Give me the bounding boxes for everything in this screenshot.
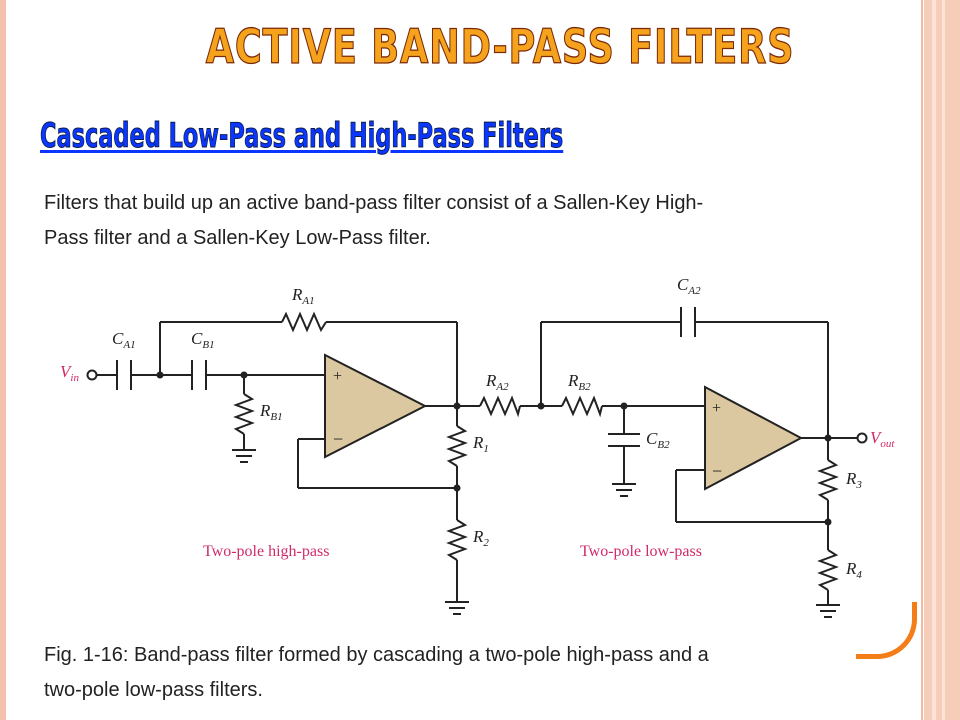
band-pass-circuit-diagram: + − + − Vin Vout CA1 CB1 RA1 RB1 R1 R2 R… [60, 275, 895, 618]
junction-dot [453, 484, 461, 492]
capacitor-cb1 [191, 360, 207, 390]
op-amp-2-plus: + [712, 400, 721, 417]
op-amp-1 [324, 353, 428, 459]
junction-dot [620, 402, 628, 410]
slide-frame-right-stripe [932, 0, 936, 720]
label-r2: R2 [472, 527, 489, 549]
resistor-ra1 [281, 311, 327, 333]
label-r4: R4 [845, 559, 862, 581]
slide-frame-left [0, 0, 6, 720]
op-amp-2-minus: − [712, 461, 722, 481]
output-terminal [856, 432, 868, 444]
label-r3: R3 [845, 469, 862, 491]
junction-dot [537, 402, 545, 410]
slide-frame-right-stripe [942, 0, 945, 720]
slide-frame-right-line [921, 0, 923, 720]
label-rb2: RB2 [567, 371, 591, 393]
junction-dot [240, 371, 248, 379]
stage-label-low-pass: Two-pole low-pass [580, 543, 702, 560]
label-ca1: CA1 [112, 329, 136, 351]
ground-symbol [445, 601, 469, 615]
resistor-r3 [817, 459, 839, 501]
input-terminal [86, 369, 98, 381]
ground-symbol [232, 449, 256, 463]
body-line: Pass filter and a Sallen-Key Low-Pass fi… [44, 227, 431, 249]
op-amp-1-minus: − [333, 429, 343, 449]
body-paragraph: Filters that build up an active band-pas… [44, 186, 919, 256]
figure-caption: Fig. 1-16: Band-pass filter formed by ca… [44, 638, 924, 708]
resistor-ra2 [479, 395, 521, 418]
caption-line: Fig. 1-16: Band-pass filter formed by ca… [44, 644, 709, 666]
junction-dot [824, 434, 832, 442]
label-ca2: CA2 [677, 275, 701, 297]
op-amp-1-plus: + [333, 368, 342, 385]
resistor-r2 [446, 519, 468, 561]
label-r1: R1 [472, 433, 489, 455]
stage-label-high-pass: Two-pole high-pass [203, 543, 329, 560]
slide-subtitle: Cascaded Low-Pass and High-Pass Filters [40, 116, 564, 157]
junction-dot [453, 402, 461, 410]
op-amp-2 [704, 385, 804, 491]
label-cb1: CB1 [191, 329, 215, 351]
junction-dot [824, 518, 832, 526]
capacitor-ca1 [116, 360, 132, 390]
label-cb2: CB2 [646, 429, 670, 451]
label-ra2: RA2 [485, 371, 509, 393]
junction-dot [156, 371, 164, 379]
resistor-rb1 [233, 393, 255, 435]
label-vin: Vin [60, 362, 79, 384]
label-vout: Vout [870, 428, 895, 450]
resistor-r1 [446, 425, 468, 467]
capacitor-cb2 [608, 433, 640, 447]
ground-symbol [816, 604, 840, 618]
capacitor-ca2 [680, 307, 696, 337]
caption-line: two-pole low-pass filters. [44, 679, 263, 701]
resistor-r4 [817, 549, 839, 591]
slide-title: ACTIVE BAND-PASS FILTERS [205, 19, 795, 75]
label-rb1: RB1 [259, 401, 283, 423]
slide-corner-decoration [856, 602, 917, 659]
label-ra1: RA1 [291, 285, 315, 307]
ground-symbol [612, 483, 636, 497]
resistor-rb2 [561, 395, 603, 418]
body-line: Filters that build up an active band-pas… [44, 192, 704, 214]
